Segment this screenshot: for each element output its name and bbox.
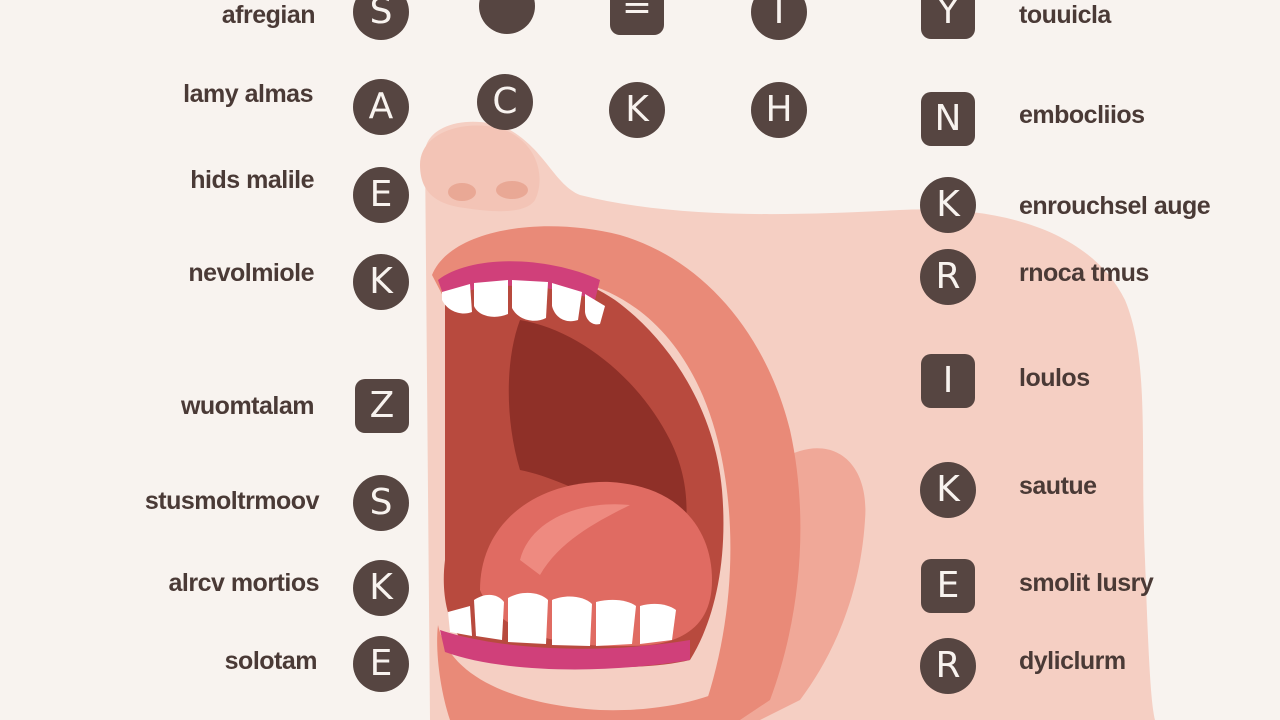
right-badge-6: K	[920, 462, 976, 518]
row2-badge-1: A	[353, 79, 409, 135]
right-badge-8: R	[920, 638, 976, 694]
tongue-highlight	[520, 504, 630, 575]
right-label-5: loulos	[1019, 364, 1090, 392]
left-badge-6: S	[353, 475, 409, 531]
left-label-6: stusmoltrmoov	[144, 487, 320, 515]
right-badge-7: E	[921, 559, 975, 613]
row2-badge-2: C	[477, 74, 533, 130]
left-badge-4: K	[353, 254, 409, 310]
left-label-1: afregian	[221, 1, 316, 29]
row2-badge-4: H	[751, 82, 807, 138]
right-label-1: touuicla	[1019, 1, 1111, 29]
left-label-5: wuomtalam	[180, 392, 315, 420]
right-label-8: dyliclurm	[1019, 647, 1126, 675]
lower-lip	[437, 625, 745, 720]
left-label-8: solotam	[224, 647, 318, 675]
right-label-7: smolit lusry	[1019, 569, 1154, 597]
left-badge-8: E	[353, 636, 409, 692]
right-label-3: enrouchsel auge	[1019, 192, 1211, 220]
right-badge-2: N	[921, 92, 975, 146]
right-badge-3: K	[920, 177, 976, 233]
left-label-4: nevolmiole	[188, 259, 314, 287]
right-badge-5: I	[921, 354, 975, 408]
upper-teeth	[442, 280, 605, 325]
lower-teeth	[448, 592, 676, 646]
left-badge-3: E	[353, 167, 409, 223]
left-badge-7: K	[353, 560, 409, 616]
lower-gum	[440, 630, 690, 670]
right-label-4: rnoca tmus	[1019, 259, 1149, 287]
left-label-2: lamy almas	[183, 80, 313, 108]
left-label-7: alrcv mortios	[168, 569, 319, 597]
right-label-2: embocliios	[1019, 101, 1145, 129]
nostril-right	[496, 181, 528, 199]
top-badge-1: S	[353, 0, 409, 40]
left-badge-5: Z	[355, 379, 409, 433]
top-badge-5: Y	[921, 0, 975, 39]
upper-lip	[432, 226, 801, 720]
top-badge-3: =	[610, 0, 664, 35]
right-label-6: sautue	[1019, 472, 1097, 500]
left-label-3: hids malile	[190, 166, 314, 194]
right-badge-4: R	[920, 249, 976, 305]
row2-badge-3: K	[609, 82, 665, 138]
nostril-left	[448, 183, 476, 201]
